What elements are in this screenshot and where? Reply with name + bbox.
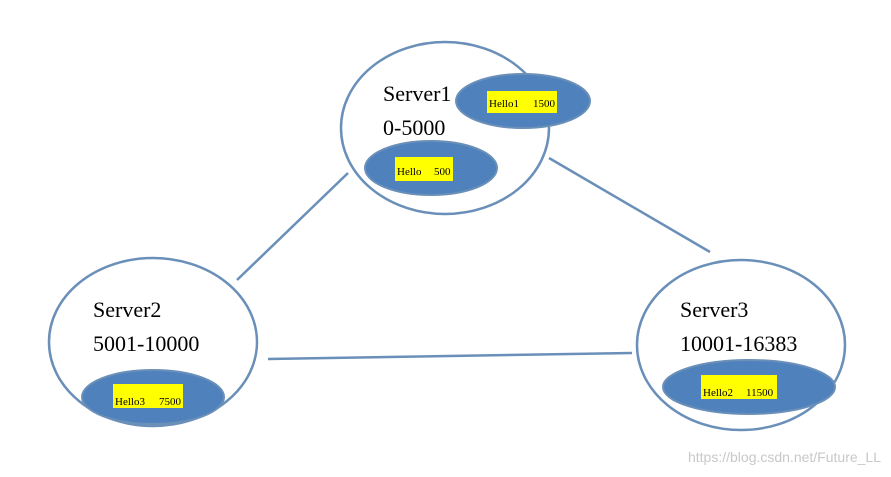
key-bubble: Hello2 11500: [662, 359, 836, 415]
key-name: Hello3: [115, 396, 145, 408]
key-label-highlight: [395, 157, 453, 181]
server-name: Server2: [93, 297, 161, 322]
key-label-highlight: [701, 375, 777, 399]
link-server2-server3: [267, 351, 633, 361]
key-bubble: Hello3 7500: [81, 369, 225, 425]
slot-range: 0-5000: [383, 115, 445, 140]
key-label-highlight: [487, 91, 557, 113]
key-slot: 7500: [159, 396, 182, 408]
key-bubble: Hello1 1500: [455, 73, 591, 129]
server-node-1: Server1 0-5000 Hello1 1500 Hello 500: [339, 40, 591, 216]
link-server1-server2: [236, 172, 349, 281]
key-slot: 11500: [746, 387, 774, 399]
key-name: Hello2: [703, 387, 733, 399]
server-name: Server3: [680, 297, 748, 322]
watermark-text: https://blog.csdn.net/Future_LL: [687, 449, 881, 465]
server-node-2: Server2 5001-10000 Hello3 7500: [47, 256, 259, 428]
key-label-highlight: [113, 384, 183, 408]
key-slot: 1500: [533, 98, 556, 110]
server-name: Server1: [383, 81, 451, 106]
key-name: Hello: [397, 166, 422, 178]
key-bubble: Hello 500: [364, 140, 498, 196]
key-slot: 500: [434, 166, 451, 178]
server-node-3: Server3 10001-16383 Hello2 11500: [635, 258, 847, 432]
link-server1-server3: [548, 156, 711, 254]
key-name: Hello1: [489, 98, 519, 110]
slot-range: 5001-10000: [93, 331, 199, 356]
slot-range: 10001-16383: [680, 331, 797, 356]
